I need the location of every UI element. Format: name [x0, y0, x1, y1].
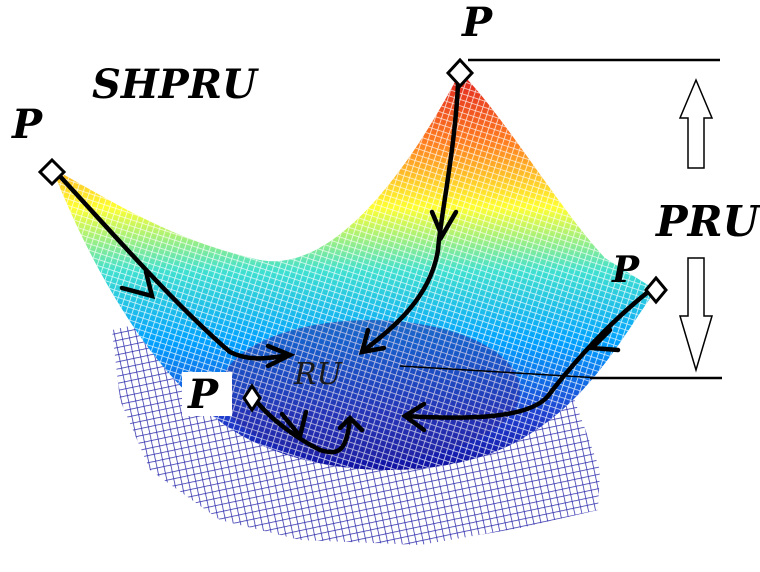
- p-label-top: P: [461, 0, 494, 46]
- p-marker-top: [445, 57, 475, 89]
- title-label: SHPRU: [92, 61, 259, 108]
- p-marker-right: [644, 275, 668, 305]
- p-marker-bottom: [242, 383, 262, 413]
- hollow-up-arrow: [678, 78, 714, 169]
- path-top: [359, 81, 461, 355]
- ru-label: RU: [293, 357, 344, 392]
- hollow-down-arrow: [678, 257, 714, 373]
- p-markers: [37, 57, 668, 413]
- path-right: [402, 289, 651, 420]
- p-label-right: P: [611, 249, 640, 291]
- pru-label: PRU: [655, 197, 760, 246]
- path-left: [53, 169, 293, 361]
- p-label-left: P: [11, 101, 44, 148]
- p-bottom-label-backing: [182, 372, 232, 416]
- p-marker-left: [37, 157, 67, 187]
- p-label-bottom: P: [187, 371, 220, 418]
- trajectory-paths: [53, 81, 651, 455]
- path-bottom: [251, 395, 353, 455]
- potential-bowl-surface: [52, 72, 656, 470]
